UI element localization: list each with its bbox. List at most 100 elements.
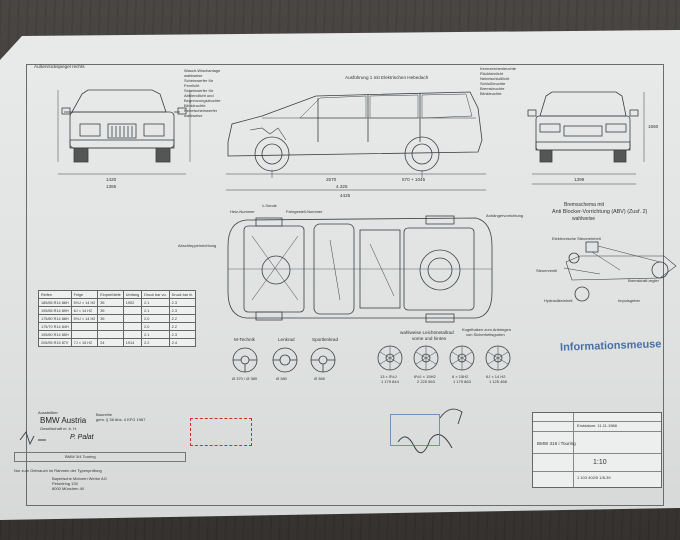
tyre-table-header: Reifen Felge Einpreßtiefe Umfang Druck b… [38,290,197,299]
rim-part-6: 1 179 863 [453,379,471,384]
tyre-cell: 2.2 [168,322,197,331]
tyre-cell: 7J × 15 H2 [70,338,99,347]
side-top-label: Ausführung 1 mit Elektrischen Hebedach [345,75,429,80]
rim-part-2: 1 179 844 [381,379,399,384]
brake-title-3: wahlweise [572,216,596,222]
wheel-size-1: Ø 370 / Ø 380 [232,376,258,381]
steering-wheels [232,347,336,373]
front-lamp-label-3: Scheinwerfer für [184,78,214,83]
vehicle-field: BMW 3/4 Touring [65,454,96,459]
rear-dim-2: 1660 [648,124,659,129]
front-lamp-label-7: Begrenzungsleuchte [184,98,221,103]
rim-part-5: 6 × 15H2 [452,374,469,379]
plan-label-4: Abschleppeinrichtung [178,243,217,248]
tyre-cell: 2.1 [141,330,170,339]
tyre-cell: 175/80 R14 88H [38,314,72,323]
tyre-cell: 1914 [122,338,143,347]
foot-addr-1: Bayerische Motoren Werke AG [52,476,107,481]
front-lamp-label-2: wahlweise [184,73,203,78]
rim-part-7: 6J × 14 H2 [486,374,506,379]
rear-label-4: Schlußleuchte [480,81,506,86]
brake-label-1: Elektronische Steuereinheit [552,236,601,241]
signature-scribble [19,431,46,446]
red-approval-stamp [190,418,252,446]
plan-view [227,215,493,323]
signature-scribble-2 [397,434,453,454]
rear-label-5: Bremsleuchte [480,86,505,91]
wheel-title-3: Sportlenkrad [312,337,339,342]
front-mirror-label: Außenrückspiegel rechts [34,64,85,69]
tyre-cell: 35 [97,298,124,307]
front-lamp-label-4: Fernlicht [184,83,200,88]
tyre-cell [97,322,124,331]
tyre-cell: 1902 [122,298,143,307]
tyre-cell: 175/70 R14 84H [38,322,72,331]
tyre-header-cell: Felge [70,290,99,299]
tyre-header-cell: Umfang [122,290,143,299]
tyre-cell [70,322,99,331]
signature-scribble-3 [439,408,463,425]
tyre-cell: 195/65 R14 89H [38,306,72,315]
tyre-cell: 2.2 [168,314,197,323]
rims [377,345,511,371]
rim-part-8: 1 125 468 [489,379,507,384]
tyre-cell: 185/65 R14 86H [38,298,72,307]
issuer-subtitle: Gesellschaft m. b. H. [40,426,78,431]
title-date: Erstdatum: 11.11.1988 [577,423,617,428]
tyre-table: Reifen Felge Einpreßtiefe Umfang Druck b… [38,290,197,347]
front-lamp-label-8: Blinkleuchte [184,103,206,108]
tyre-cell: 2.2 [141,338,170,347]
side-dim-4: 4425 [340,193,351,198]
tyre-cell [122,314,143,323]
tyre-cell [122,306,143,315]
front-dim-2: 1385 [106,184,117,189]
title-drawing-no: 1 103 402/5 1/8-39 [577,475,611,480]
issuer-prefix: Ausstellber [38,410,58,415]
vehicle-field-box: BMW 3/4 Touring [14,452,186,462]
brake-label-3: Hydraulikeinheit [544,298,573,303]
blue-approval-stamp [390,414,440,446]
brake-title-2: Anti Blocker-Vorrichtung (ABV) (Zusf. 2) [552,209,648,215]
rear-view [527,91,645,185]
tyre-cell: 2.0 [141,314,170,323]
wheel-title-1: M-Technik [234,337,255,342]
tyre-header-cell: Reifen [38,290,72,299]
side-dim-2: 4.325 [336,184,348,189]
plan-right-label: Anhängervorrichtung [486,213,524,218]
approval-line-1: Baureihe [96,412,113,417]
issuer-name: BMW Austria [40,416,87,425]
tyre-cell: 5½J × 14 H2 [70,314,99,323]
tyre-cell [122,322,143,331]
tyre-cell: 2.1 [141,298,170,307]
title-scale: 1:10 [593,459,607,466]
brake-label-5: Impulsgeber [618,298,641,303]
wheel-size-2: Ø 380 [276,376,287,381]
side-view [226,91,486,191]
tyre-cell: 2.3 [168,330,197,339]
tyre-cell: 6J × 14 H2 [70,306,99,315]
tyre-cell: 35 [97,306,124,315]
title-block: Erstdatum: 11.11.1988 BMW 316 i Touring … [532,412,662,488]
front-lamp-label-9: Nebelscheinwerfer [184,108,218,113]
rear-dim-1: 1399 [574,177,585,182]
rim-part-3: 6½J × 15H2 [414,374,436,379]
side-dim-3: 570 + 1045 [402,177,426,182]
tyre-cell [97,330,124,339]
plan-label-3: Fahrgestell-Nummer [286,209,323,214]
tyre-cell: 205/55 R15 87V [38,338,72,347]
tyre-header-cell: Einpreßtiefe [97,290,124,299]
brake-title-1: Bremsschema mit [564,202,605,208]
tyre-cell [122,330,143,339]
foot-addr-3: 8000 München 40 [52,486,85,491]
wheel-size-3: Ø 365 [314,376,325,381]
signature-name: P. Palat [70,434,94,441]
tyre-header-cell: Druck bar vo. [141,290,170,299]
rim-part-1: 13 × 5½J [380,374,397,379]
drawing-frame [26,64,664,506]
brake-label-2: Steuerventil [536,268,558,273]
